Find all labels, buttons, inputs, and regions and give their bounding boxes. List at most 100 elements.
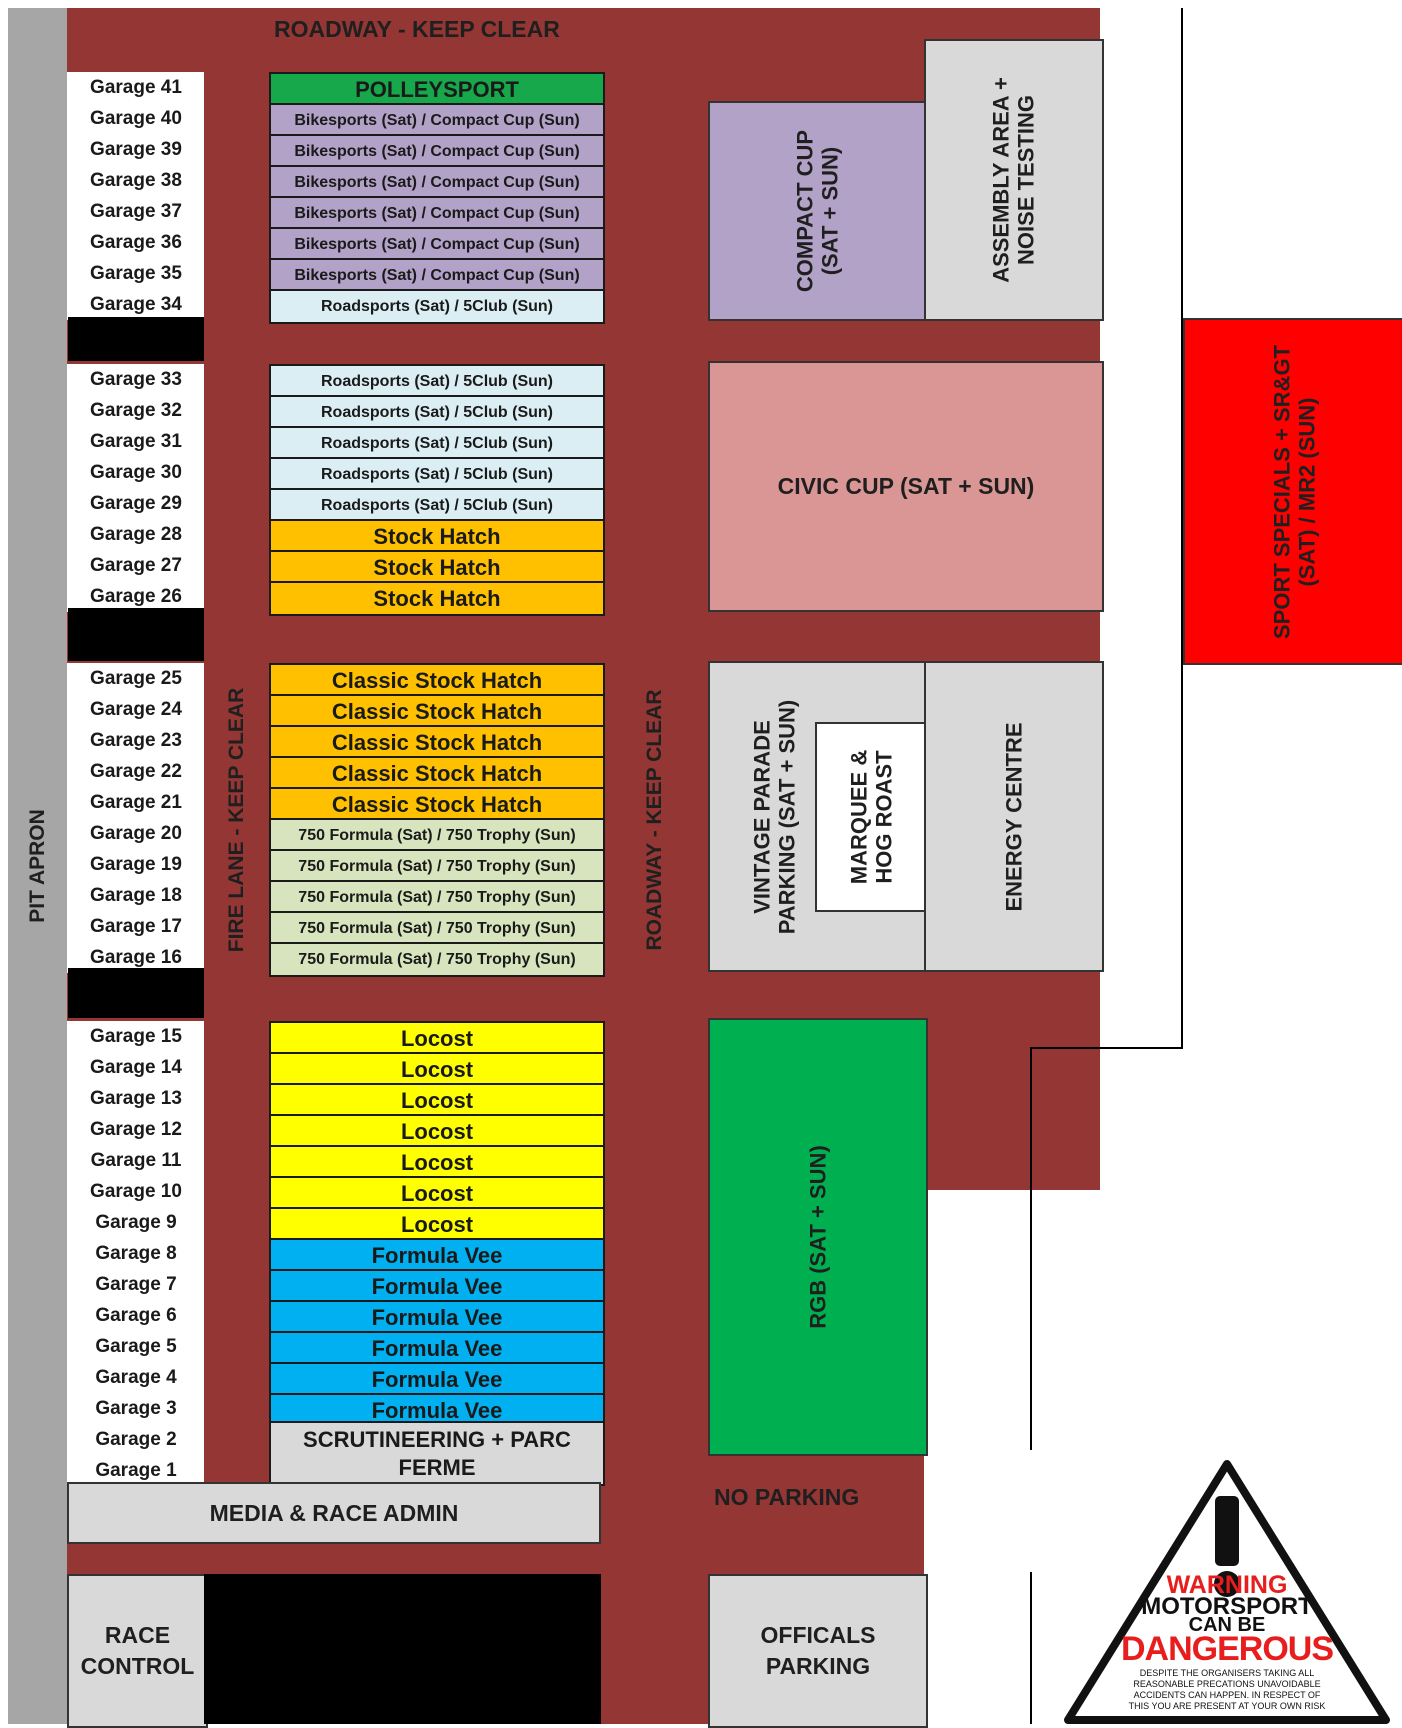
garage-slot: 750 Formula (Sat) / 750 Trophy (Sun) (269, 880, 605, 915)
garage-label: Garage 10 (90, 1180, 182, 1202)
garage-slot: Locost (269, 1021, 605, 1056)
garage-gap (68, 968, 204, 1018)
warning-disclaimer-line1: DESPITE THE ORGANISERS TAKING ALL (1139, 1668, 1315, 1678)
garage-slot: Bikesports (Sat) / Compact Cup (Sun) (269, 258, 605, 293)
garage-slot: Classic Stock Hatch (269, 756, 605, 791)
garage-label: Garage 29 (90, 492, 182, 514)
garage-label: Garage 40 (90, 107, 182, 129)
garage-cell (67, 581, 204, 612)
garage-cell (67, 849, 204, 880)
garage-cell (67, 1114, 204, 1145)
officials-parking: OFFICALS PARKING (708, 1574, 928, 1728)
garage-cell (67, 880, 204, 911)
garage-cell (67, 1300, 204, 1331)
garage-label: Garage 1 (95, 1459, 177, 1481)
warning-disclaimer-line3: ACCIDENTS CAN HAPPEN. IN RESPECT OF (1133, 1690, 1321, 1700)
rgb-zone: RGB (SAT + SUN) (708, 1018, 928, 1456)
vintage-line2: PARKING (SAT + SUN) (774, 699, 800, 934)
media-race-admin: MEDIA & RACE ADMIN (67, 1482, 601, 1544)
boundary-line (1030, 1047, 1032, 1450)
garage-cell (67, 818, 204, 849)
compact-cup-line2: (SAT + SUN) (818, 146, 843, 276)
garage-slot: Formula Vee (269, 1362, 605, 1397)
garage-label: Garage 34 (90, 293, 182, 315)
garage-cell (67, 457, 204, 488)
garage-label: Garage 14 (90, 1056, 182, 1078)
officials-line1: OFFICALS (760, 1621, 876, 1648)
garage-slot: 750 Formula (Sat) / 750 Trophy (Sun) (269, 849, 605, 884)
garage-slot: Roadsports (Sat) / 5Club (Sun) (269, 395, 605, 430)
garage-label: Garage 12 (90, 1118, 182, 1140)
garage-label: Garage 26 (90, 585, 182, 607)
garage-slot: Locost (269, 1207, 605, 1242)
garage-slot: Roadsports (Sat) / 5Club (Sun) (269, 457, 605, 492)
garage-label: Garage 13 (90, 1087, 182, 1109)
media-race-admin-label: MEDIA & RACE ADMIN (209, 1499, 459, 1526)
garage-cell (67, 165, 204, 196)
boundary-line (1030, 1572, 1032, 1724)
fire-lane: FIRE LANE - KEEP CLEAR (204, 640, 269, 1000)
garage-label: Garage 28 (90, 523, 182, 545)
garage-cell (67, 787, 204, 818)
garage-label: Garage 18 (90, 884, 182, 906)
garage-cell (67, 488, 204, 519)
garage-cell (67, 1269, 204, 1300)
race-control: RACE CONTROL (67, 1574, 208, 1728)
garage-slot: Locost (269, 1145, 605, 1180)
garage-gap (68, 317, 204, 361)
garage-label: Garage 19 (90, 853, 182, 875)
garage-cell (67, 1424, 204, 1455)
vintage-line1: VINTAGE PARADE (749, 719, 775, 914)
pit-apron-label: PIT APRON (25, 809, 49, 923)
garage-cell (67, 289, 204, 320)
officials-line2: PARKING (765, 1653, 871, 1679)
compact-cup-line1: COMPACT CUP (792, 129, 818, 293)
boundary-line (1030, 1047, 1183, 1049)
scrutineering-line2: FERME (398, 1454, 476, 1480)
garage-cell (67, 519, 204, 550)
garage-slot: Locost (269, 1114, 605, 1149)
garage-label: Garage 33 (90, 368, 182, 390)
garage-cell (67, 426, 204, 457)
warning-line4: DANGEROUS (1120, 1630, 1334, 1668)
garage-label: Garage 5 (95, 1335, 177, 1357)
garage-cell (67, 694, 204, 725)
garage-label: Garage 36 (90, 231, 182, 253)
garage-slot: Formula Vee (269, 1300, 605, 1335)
garage-label: Garage 22 (90, 760, 182, 782)
warning-sign: WARNING MOTORSPORT CAN BE DANGEROUS DESP… (1062, 1458, 1392, 1724)
sport-specials-line1: SPORT SPECIALS + SR&GT (1269, 344, 1295, 639)
garage-label: Garage 27 (90, 554, 182, 576)
garage-slot: Roadsports (Sat) / 5Club (Sun) (269, 426, 605, 461)
garage-label: Garage 30 (90, 461, 182, 483)
garage-slot: Stock Hatch (269, 581, 605, 616)
garage-slot: 750 Formula (Sat) / 750 Trophy (Sun) (269, 942, 605, 977)
garage-slot: Classic Stock Hatch (269, 787, 605, 822)
garage-slot: Formula Vee (269, 1331, 605, 1366)
garage-cell (67, 1207, 204, 1238)
garage-cell (67, 550, 204, 581)
assembly-area-zone: ASSEMBLY AREA + NOISE TESTING (924, 39, 1104, 321)
scrutineering-line1: SCRUTINEERING + PARC (303, 1427, 571, 1452)
garage-cell (67, 1393, 204, 1424)
garage-slot: Roadsports (Sat) / 5Club (Sun) (269, 488, 605, 523)
garage-label: Garage 11 (90, 1149, 182, 1171)
garage-label: Garage 39 (90, 138, 182, 160)
garage-slot: Stock Hatch (269, 550, 605, 585)
garage-slot: Formula Vee (269, 1238, 605, 1273)
garage-cell (67, 942, 204, 973)
garage-slot: POLLEYSPORT (269, 72, 605, 107)
garage-label: Garage 38 (90, 169, 182, 191)
warning-title: WARNING (1166, 1571, 1288, 1599)
garage-label: Garage 25 (90, 667, 182, 689)
rgb-label: RGB (SAT + SUN) (805, 1145, 831, 1329)
garage-label: Garage 21 (90, 791, 182, 813)
sport-specials-zone: SPORT SPECIALS + SR&GT (SAT) / MR2 (SUN) (1183, 318, 1402, 665)
garage-label: Garage 8 (95, 1242, 177, 1264)
assembly-line1: ASSEMBLY AREA + (988, 77, 1014, 283)
compact-cup-zone: COMPACT CUP (SAT + SUN) (708, 101, 928, 321)
garage-slot: Roadsports (Sat) / 5Club (Sun) (269, 289, 605, 324)
garage-label: Garage 37 (90, 200, 182, 222)
assembly-line2: NOISE TESTING (1014, 95, 1039, 265)
garage-slot: Locost (269, 1083, 605, 1118)
